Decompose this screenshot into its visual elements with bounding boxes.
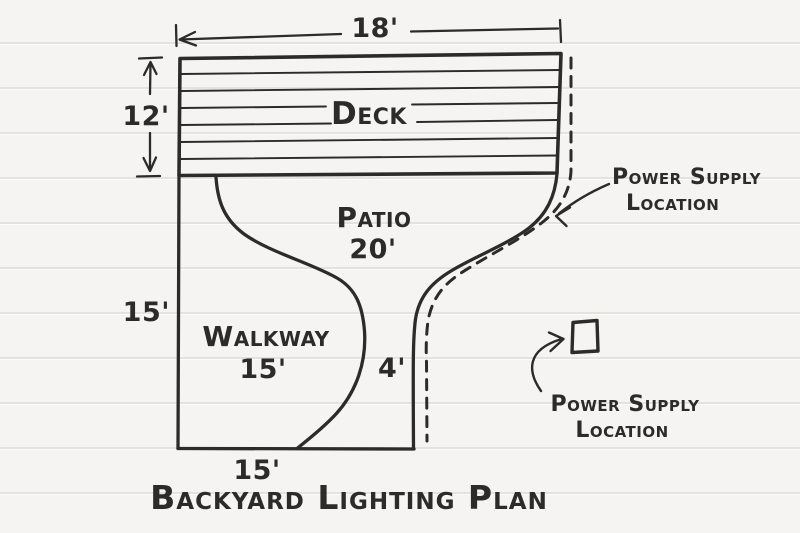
deck-depth-label: 12' <box>122 101 169 132</box>
power-supply-upper-line2: Location <box>626 191 719 216</box>
walkway-dimension-label: 15' <box>239 354 286 385</box>
dimension-deck-depth: 12' <box>122 56 169 178</box>
dimension-deck-width: 18' <box>174 13 563 48</box>
power-supply-box-icon <box>570 318 600 355</box>
plan-title: Backyard Lighting Plan <box>150 478 548 517</box>
annotation-curved-arrowhead-icon <box>547 331 565 353</box>
dim-tick-top <box>137 56 164 60</box>
dim-line-left-segment <box>178 32 343 41</box>
dim-line-upper-segment <box>148 61 152 96</box>
annotation-curved-arrow-line <box>531 338 562 393</box>
deck-width-label: 18' <box>351 13 398 44</box>
patio-right-edge <box>411 172 559 451</box>
dim-arrowhead-down-icon <box>142 156 158 173</box>
dim-tick-left <box>174 23 178 48</box>
walkway-gap-dimension-label: 4' <box>378 353 406 384</box>
yard-outline <box>176 172 559 451</box>
power-supply-lower-annotation: Power Supply Location <box>531 318 701 443</box>
power-supply-upper-line1: Power Supply <box>612 165 762 190</box>
left-wall-line <box>176 173 181 451</box>
walkway-patio-divider <box>214 175 367 451</box>
deck-area-label: Deck <box>331 96 407 132</box>
dim-arrowhead-up-icon <box>142 60 158 77</box>
bottom-side-dimension-label: 15' <box>233 455 280 486</box>
power-supply-lower-line2: Location <box>575 418 668 443</box>
power-cable-dashed-line <box>424 56 573 443</box>
dim-tick-right <box>558 18 563 44</box>
dim-tick-bottom <box>135 174 162 178</box>
patio-area-label: Patio <box>336 201 411 234</box>
power-supply-upper-annotation: Power Supply Location <box>554 165 762 228</box>
dim-arrowhead-left-icon <box>178 30 198 47</box>
walkway-area-label: Walkway <box>202 320 329 353</box>
dim-line-right-segment <box>409 27 560 33</box>
power-supply-lower-line1: Power Supply <box>551 392 701 417</box>
annotation-arrowhead-icon <box>554 206 572 228</box>
left-side-dimension-label: 15' <box>123 297 170 328</box>
deck-plank-lines <box>180 69 560 160</box>
patio-dimension-label: 20' <box>349 234 396 265</box>
